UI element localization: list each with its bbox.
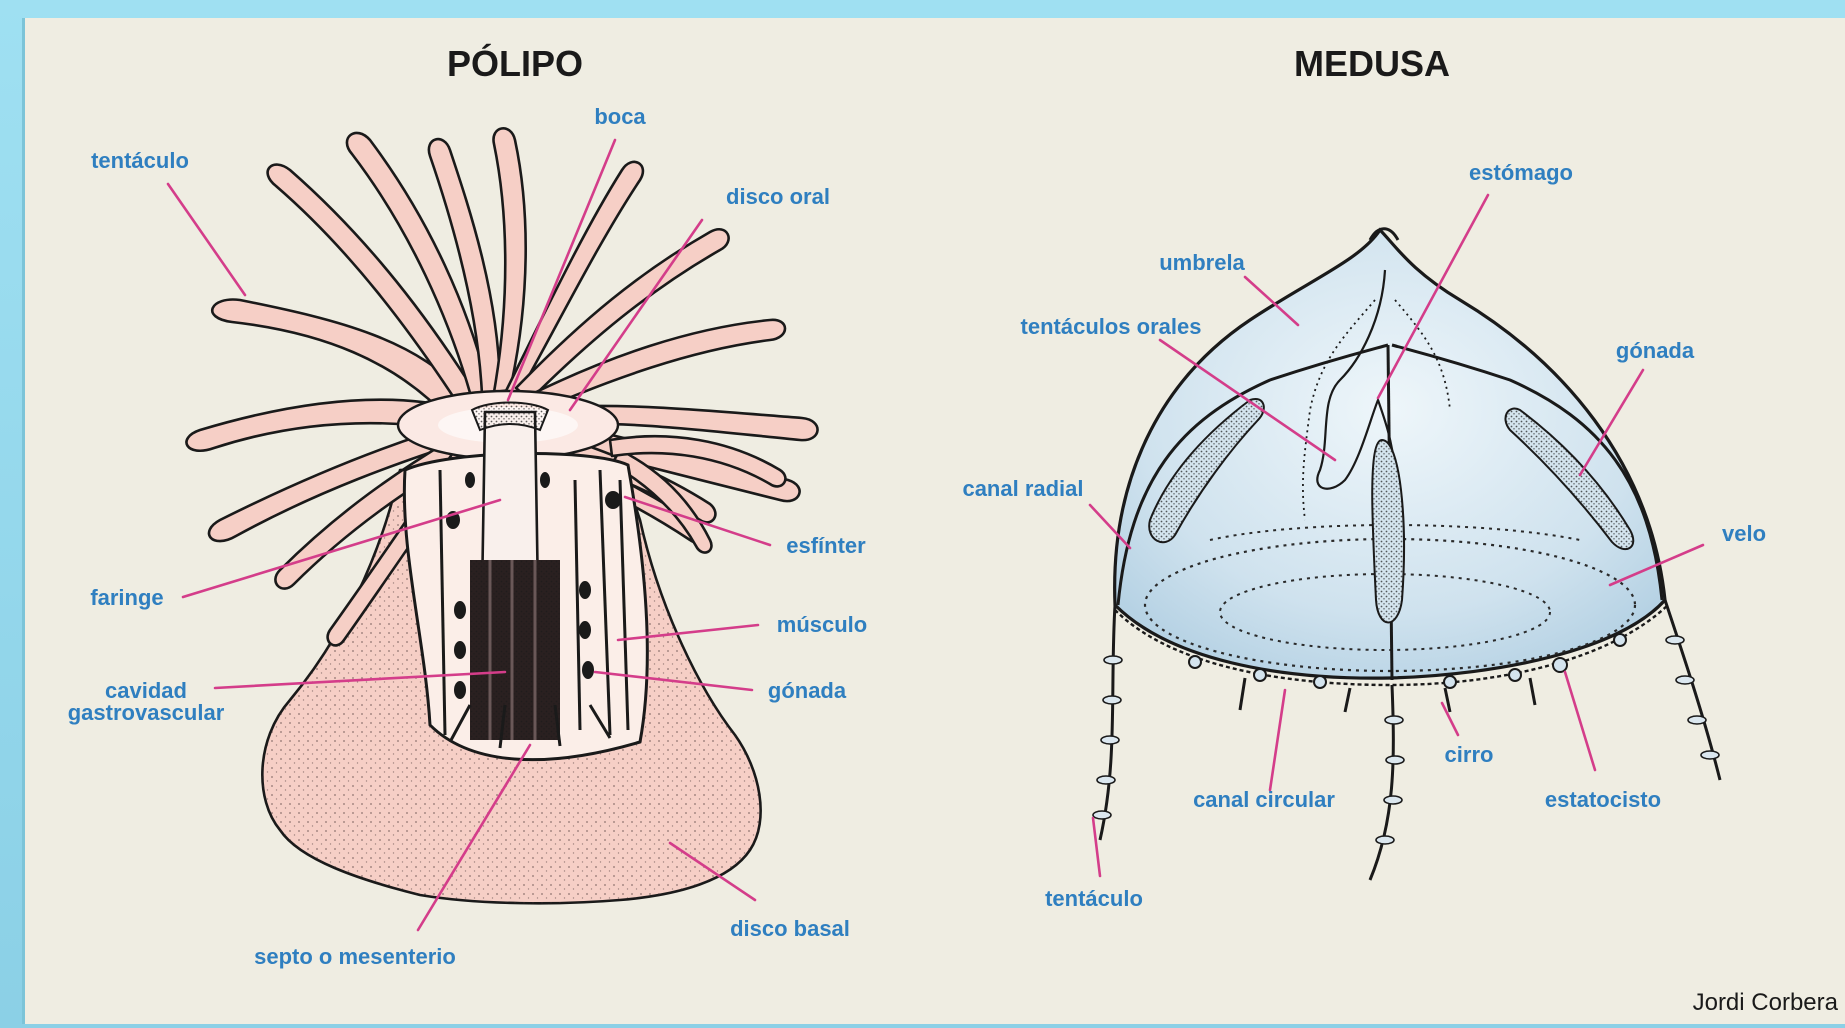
label-tentaculo-polyp: tentáculo xyxy=(91,148,189,173)
label-cirro: cirro xyxy=(1445,742,1494,767)
label-septo: septo o mesenterio xyxy=(254,944,456,969)
label-gonada-polyp: gónada xyxy=(768,678,847,703)
label-faringe: faringe xyxy=(90,585,163,610)
label-disco-oral: disco oral xyxy=(726,184,830,209)
label-canal-radial: canal radial xyxy=(962,476,1083,501)
polyp-illustration xyxy=(186,128,817,903)
label-tentaculos-orales: tentáculos orales xyxy=(1021,314,1202,339)
author-credit: Jordi Corbera xyxy=(1693,989,1839,1016)
polyp-title: PÓLIPO xyxy=(447,42,583,84)
label-gonada-medusa: gónada xyxy=(1616,338,1695,363)
label-canal-circular: canal circular xyxy=(1193,787,1335,812)
label-esfinter: esfínter xyxy=(786,533,866,558)
label-gastrovascular: gastrovascular xyxy=(68,700,225,725)
label-estomago: estómago xyxy=(1469,160,1573,185)
label-tentaculo-medusa: tentáculo xyxy=(1045,886,1143,911)
label-estatocisto: estatocisto xyxy=(1545,787,1661,812)
label-disco-basal: disco basal xyxy=(730,916,850,941)
medusa-title: MEDUSA xyxy=(1294,43,1450,84)
label-umbrela: umbrela xyxy=(1159,250,1245,275)
label-boca: boca xyxy=(594,104,646,129)
label-velo: velo xyxy=(1722,521,1766,546)
label-musculo: músculo xyxy=(777,612,867,637)
